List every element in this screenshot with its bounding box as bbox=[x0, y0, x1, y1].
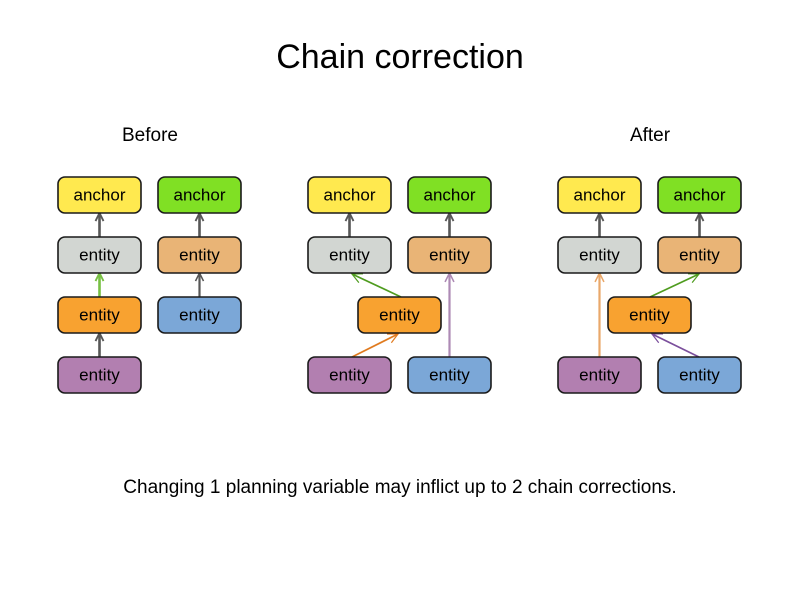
node-label: entity bbox=[429, 365, 470, 384]
node-anchor-yellow[interactable]: anchor bbox=[57, 176, 142, 214]
node-shape[interactable] bbox=[157, 176, 242, 214]
node-label: entity bbox=[179, 305, 220, 324]
node-label: anchor bbox=[174, 185, 226, 204]
edge-shaft bbox=[351, 273, 402, 298]
node-shape[interactable] bbox=[57, 236, 142, 274]
panel-after: After anchor anchor entity entity entity entit… bbox=[557, 125, 742, 394]
node-label: entity bbox=[579, 365, 620, 384]
node-shape[interactable] bbox=[607, 296, 692, 334]
node-label: entity bbox=[679, 365, 720, 384]
node-label: entity bbox=[179, 245, 220, 264]
node-label: entity bbox=[679, 245, 720, 264]
node-label: entity bbox=[79, 365, 120, 384]
edge-purple-blue-to-orange bbox=[650, 333, 700, 358]
node-label: entity bbox=[329, 365, 370, 384]
node-entity-blue[interactable]: entity bbox=[157, 296, 242, 334]
node-entity-blue[interactable]: entity bbox=[657, 356, 742, 394]
node-entity-tan[interactable]: entity bbox=[657, 236, 742, 274]
node-anchor-green[interactable]: anchor bbox=[157, 176, 242, 214]
node-entity-blue[interactable]: entity bbox=[407, 356, 492, 394]
edge-green-orange-to-tan bbox=[649, 273, 701, 298]
edge-shaft bbox=[649, 273, 700, 298]
node-entity-purple[interactable]: entity bbox=[307, 356, 392, 394]
node-shape[interactable] bbox=[407, 236, 492, 274]
node-shape[interactable] bbox=[657, 176, 742, 214]
node-shape[interactable] bbox=[407, 176, 492, 214]
node-anchor-green[interactable]: anchor bbox=[407, 176, 492, 214]
node-shape[interactable] bbox=[657, 236, 742, 274]
node-shape[interactable] bbox=[557, 236, 642, 274]
node-entity-orange[interactable]: entity bbox=[357, 296, 442, 334]
node-shape[interactable] bbox=[307, 356, 392, 394]
edge-arrowhead bbox=[386, 333, 400, 344]
edge-shaft bbox=[351, 333, 399, 358]
node-label: entity bbox=[379, 305, 420, 324]
node-label: anchor bbox=[324, 185, 376, 204]
node-anchor-yellow[interactable]: anchor bbox=[307, 176, 392, 214]
node-label: entity bbox=[79, 245, 120, 264]
node-entity-purple[interactable]: entity bbox=[57, 356, 142, 394]
node-label: anchor bbox=[424, 185, 476, 204]
edge-arrowhead bbox=[350, 273, 364, 283]
node-shape[interactable] bbox=[157, 296, 242, 334]
edge-arrowhead bbox=[650, 333, 664, 344]
edge-arrowhead bbox=[687, 273, 701, 283]
panel-before: Before anchor anchor entity entity entity enti… bbox=[57, 125, 242, 394]
edge-orange-purple-to-orange bbox=[351, 333, 400, 358]
caption: Changing 1 planning variable may inflict… bbox=[123, 477, 676, 498]
node-entity-gray[interactable]: entity bbox=[557, 236, 642, 274]
node-label: entity bbox=[629, 305, 670, 324]
node-shape[interactable] bbox=[307, 176, 392, 214]
node-entity-gray[interactable]: entity bbox=[57, 236, 142, 274]
node-entity-purple[interactable]: entity bbox=[557, 356, 642, 394]
node-entity-tan[interactable]: entity bbox=[407, 236, 492, 274]
edge-shaft bbox=[651, 333, 700, 358]
node-anchor-green[interactable]: anchor bbox=[657, 176, 742, 214]
node-label: anchor bbox=[74, 185, 126, 204]
node-shape[interactable] bbox=[357, 296, 442, 334]
edge-green-orange-to-gray bbox=[350, 273, 402, 298]
node-shape[interactable] bbox=[157, 236, 242, 274]
node-shape[interactable] bbox=[557, 176, 642, 214]
node-shape[interactable] bbox=[57, 356, 142, 394]
panel-middle: anchor anchor entity entity entity entity enti… bbox=[307, 176, 492, 394]
node-label: anchor bbox=[674, 185, 726, 204]
node-shape[interactable] bbox=[557, 356, 642, 394]
node-label: entity bbox=[79, 305, 120, 324]
node-shape[interactable] bbox=[57, 296, 142, 334]
panels-layer: Before anchor anchor entity entity entity enti… bbox=[57, 125, 742, 394]
node-entity-orange[interactable]: entity bbox=[607, 296, 692, 334]
node-shape[interactable] bbox=[407, 356, 492, 394]
node-entity-gray[interactable]: entity bbox=[307, 236, 392, 274]
node-entity-orange[interactable]: entity bbox=[57, 296, 142, 334]
node-label: entity bbox=[429, 245, 470, 264]
node-shape[interactable] bbox=[57, 176, 142, 214]
node-label: anchor bbox=[574, 185, 626, 204]
panel-label-before: Before bbox=[122, 125, 178, 146]
node-shape[interactable] bbox=[657, 356, 742, 394]
node-shape[interactable] bbox=[307, 236, 392, 274]
node-label: entity bbox=[329, 245, 370, 264]
node-anchor-yellow[interactable]: anchor bbox=[557, 176, 642, 214]
page-title: Chain correction bbox=[276, 38, 524, 76]
node-entity-tan[interactable]: entity bbox=[157, 236, 242, 274]
panel-label-after: After bbox=[630, 125, 671, 146]
node-label: entity bbox=[579, 245, 620, 264]
